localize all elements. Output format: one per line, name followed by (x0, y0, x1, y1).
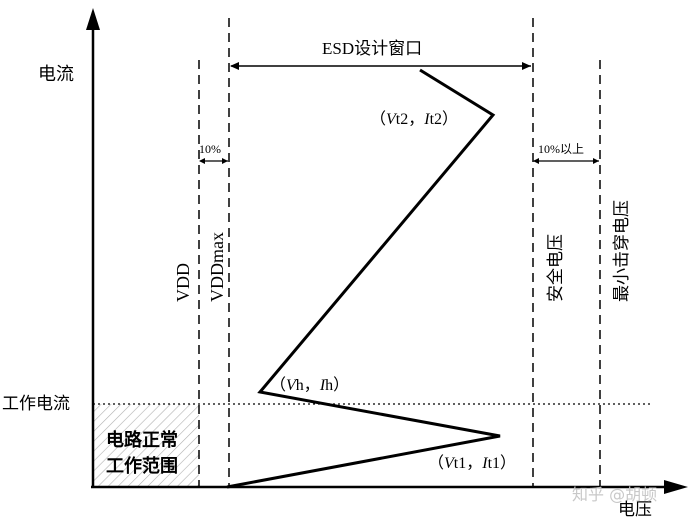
vddmax-label: VDDmax (207, 232, 227, 302)
safe-voltage-label: 安全电压 (546, 234, 566, 302)
watermark: 知乎 @胡顿 (572, 485, 657, 504)
margin-10-label: 10% (199, 142, 221, 156)
normal-region-label-line1: 电路正常 (106, 429, 178, 451)
y-axis-label: 电流 (38, 64, 74, 85)
margin-10-above-label: 10%以上 (538, 142, 584, 156)
vdd-label: VDD (173, 263, 193, 302)
normal-region-label-line2: 工作范围 (106, 455, 178, 477)
point-label-h: （Vh，Ih） (270, 376, 349, 394)
min-breakdown-voltage-label: 最小击穿电压 (612, 200, 632, 302)
esd-iv-curve (226, 68, 501, 489)
x-axis-arrowhead (664, 480, 688, 494)
y-axis-arrowhead (86, 8, 100, 30)
operating-current-label: 工作电流 (2, 394, 70, 414)
esd-window-label: ESD设计窗口 (322, 39, 422, 58)
point-label-t2: （Vt2，It2） (370, 110, 458, 128)
x-axis-label: 电压 (618, 500, 652, 520)
normal-operating-region (93, 404, 199, 487)
point-label-t1: （Vt1，It1） (428, 454, 516, 472)
